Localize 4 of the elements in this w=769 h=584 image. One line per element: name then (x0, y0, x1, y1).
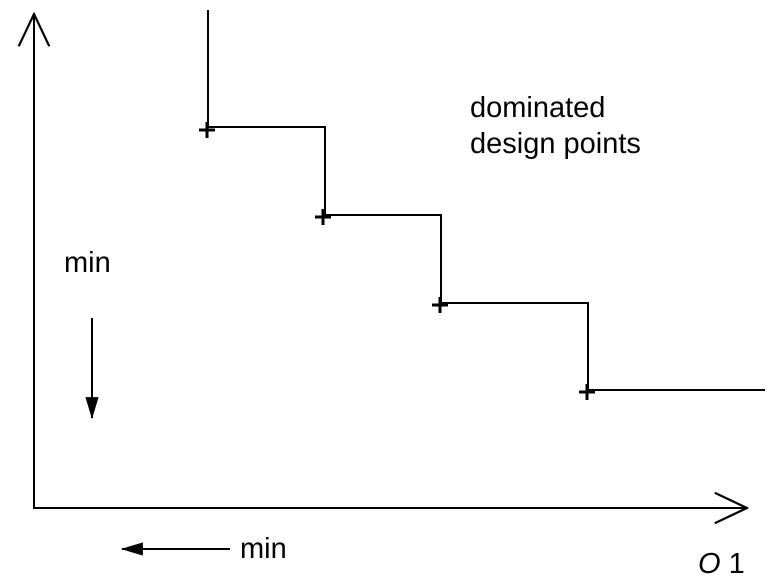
direction-label: min (64, 246, 112, 281)
region-label: dominated design points (470, 91, 642, 162)
direction-label: min (240, 532, 288, 567)
axis-label: O 1 (698, 547, 746, 582)
